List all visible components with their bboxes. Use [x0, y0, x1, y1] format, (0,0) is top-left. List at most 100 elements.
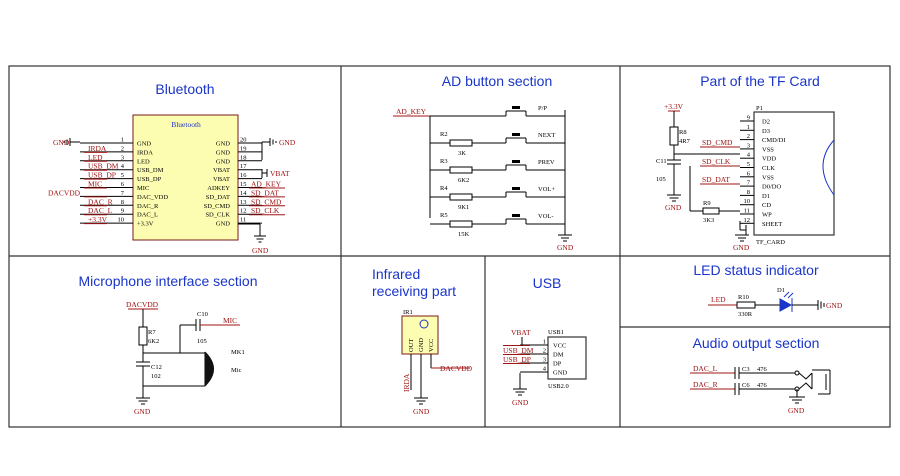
ad-button-label: VOL- [538, 213, 554, 220]
infrared-vcc-net: DACVDD [440, 364, 473, 373]
ad-resistor-value: 3K [458, 150, 466, 157]
ad-resistor-ref: R3 [440, 158, 448, 165]
bt-left-net: USB_DP [88, 171, 116, 180]
bt-left-pin-name: USB_DP [137, 176, 162, 183]
audio-c6-ref: C6 [742, 382, 750, 389]
led-r10-ref: R10 [738, 294, 749, 301]
bt-left-pin-num: 4 [121, 163, 125, 170]
tf-pin-name: CLK [762, 165, 775, 172]
bt-left-pin-name: GND [137, 141, 151, 148]
tf-pin-num: 7 [747, 180, 751, 187]
ad-button-cap [512, 106, 520, 109]
infrared-gnd-label: GND [413, 407, 430, 416]
bluetooth-vbat-label: VBAT [270, 169, 290, 178]
bt-right-pin-num: 14 [240, 190, 247, 197]
bt-left-pin-name: LED [137, 158, 150, 165]
ad-button-gnd-symbol: GND [557, 234, 574, 252]
bt-left-net: USB_DM [88, 162, 119, 171]
tf-pin-num: 6 [747, 170, 751, 177]
usb-section: USB USB1 USB2.0 1VCCVBAT2DMUSB_DM3DPUSB_… [503, 275, 587, 407]
usb-pin-name: DP [553, 361, 562, 368]
microphone-title: Microphone interface section [79, 273, 258, 289]
ad-resistor [449, 166, 473, 174]
ad-button-label: VOL+ [538, 186, 555, 193]
infrared-out-net: IRDA [402, 373, 411, 392]
ad-resistor [449, 139, 473, 147]
usb-pin-name: VCC [553, 343, 566, 350]
mic-ref: MK1 [231, 349, 245, 356]
tf-pin-name: VDD [762, 156, 776, 163]
bt-left-pin-num: 1 [121, 137, 124, 144]
ad-button-label: P/P [538, 105, 547, 112]
bt-right-net: SD_DAT [251, 188, 279, 197]
usb-pin-num: 1 [543, 339, 546, 346]
bt-right-pin-name: GND [216, 149, 230, 156]
bt-left-pin-name: DAC_VDD [137, 194, 168, 201]
usb-connector-body [547, 336, 587, 380]
bt-right-pin-num: 11 [240, 217, 246, 224]
usb-name: USB2.0 [548, 383, 569, 390]
bt-left-pin-name: USB_DM [137, 167, 164, 174]
ad-button-cap [512, 214, 520, 217]
tf-connector-ref: P1 [756, 105, 763, 112]
bt-right-net: AD_KEY [251, 180, 282, 189]
tf-pin-name: D2 [762, 119, 770, 126]
bt-left-pin-name: IRDA [137, 149, 153, 156]
mic-gnd-left-label: GND [134, 407, 151, 416]
bt-left-pin-name: DAC_L [137, 212, 158, 219]
bt-left-pin-num: 9 [121, 208, 124, 215]
mic-r7-resistor [138, 326, 148, 346]
tf-net-sd-cmd: SD_CMD [702, 138, 733, 147]
usb-pin-num: 3 [543, 357, 546, 364]
bt-left-net: +3.3V [88, 215, 108, 224]
led-title: LED status indicator [693, 262, 819, 278]
tf-pin-num: 10 [744, 198, 751, 205]
led-r10-resistor [736, 301, 756, 309]
bt-right-pin-name: ADKEY [207, 185, 230, 192]
bt-left-net: DAC_R [88, 197, 113, 206]
tf-pin-name: VSS [762, 146, 774, 153]
mic-net-label: MIC [223, 316, 237, 325]
infrared-section: Infrared receiving part IR1 OUT GND VCC … [372, 266, 473, 416]
bt-right-pin-num: 18 [240, 154, 247, 161]
bluetooth-title: Bluetooth [155, 81, 214, 97]
tf-net-sd-dat: SD_DAT [702, 175, 730, 184]
bt-left-pin-num: 8 [121, 199, 124, 206]
tf-supply-label: +3.3V [664, 102, 684, 111]
audio-section: Audio output section DAC_L C3 476 DAC_R … [690, 335, 831, 415]
usb-pin-net: USB_DM [503, 346, 534, 355]
tf-r8-ref: R8 [679, 129, 687, 136]
tf-r8-resistor [669, 126, 679, 146]
bt-right-pin-name: GND [216, 158, 230, 165]
audio-c3-value: 476 [757, 366, 768, 373]
usb-title: USB [533, 275, 562, 291]
infrared-pin-vcc: VCC [428, 339, 435, 352]
bt-left-net: DAC_L [88, 206, 113, 215]
bluetooth-module-chip [132, 114, 239, 241]
audio-c3-ref: C3 [742, 366, 750, 373]
tf-pin-num: 8 [747, 189, 750, 196]
tf-pin-num: 2 [747, 133, 750, 140]
ad-button-section: AD button section AD_KEY P/PR23KNEXTR36K… [393, 73, 574, 252]
usb-pin-name: DM [553, 352, 564, 359]
led-gnd-label: GND [826, 301, 843, 310]
tf-r9-value: 3K3 [703, 217, 714, 224]
bluetooth-chip-label: Bluetooth [171, 120, 201, 129]
tf-pin-num: 3 [747, 142, 750, 149]
bt-left-pin-name: MIC [137, 185, 149, 192]
bt-right-pin-name: VBAT [213, 176, 230, 183]
bt-left-pin-num: 6 [121, 181, 125, 188]
bt-right-net: SD_CMD [251, 197, 282, 206]
bt-right-pin-name: GND [216, 141, 230, 148]
mic-c10-ref: C10 [197, 311, 208, 318]
bluetooth-section: Bluetooth Bluetooth 1GND2IRDAIRDA3LEDLED… [48, 81, 296, 255]
tf-connector-body [753, 111, 835, 236]
tf-pin-num: 9 [747, 115, 750, 122]
bluetooth-gnd-right-label: GND [279, 138, 296, 147]
ad-resistor [449, 220, 473, 228]
bt-left-net: DACVDD [48, 188, 81, 197]
ad-button-gnd-label: GND [557, 243, 574, 252]
usb-gnd-label: GND [512, 398, 529, 407]
